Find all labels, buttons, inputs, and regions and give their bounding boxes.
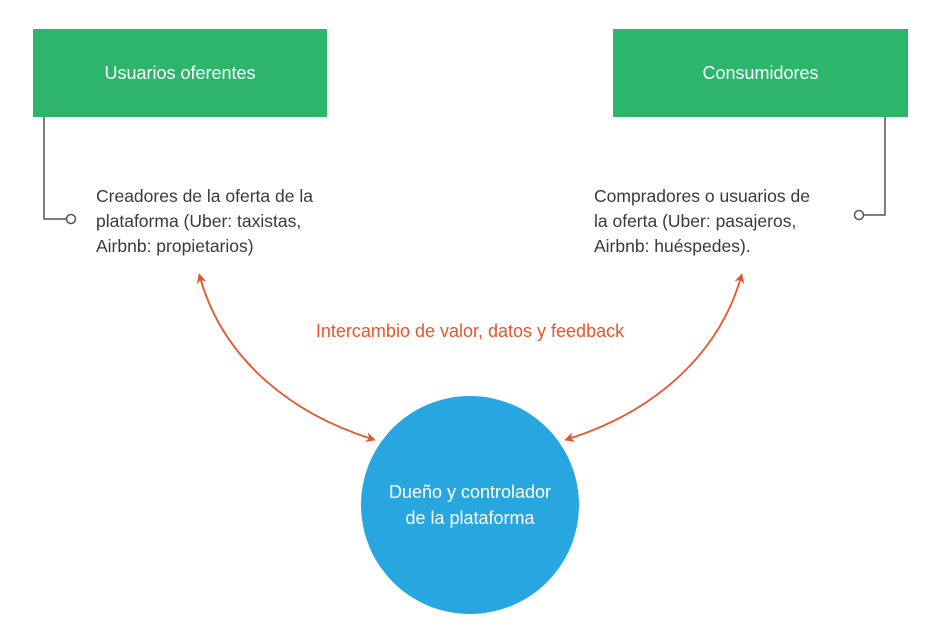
offerers-description: Creadores de la oferta de la plataforma … bbox=[96, 184, 366, 259]
right-connector-line bbox=[863, 117, 886, 216]
offerers-title: Usuarios oferentes bbox=[104, 62, 256, 83]
offerers-description-line: Airbnb: propietarios) bbox=[96, 236, 254, 256]
offerers-box: Usuarios oferentes bbox=[33, 29, 327, 117]
offerers-description-line: plataforma (Uber: taxistas, bbox=[96, 211, 302, 231]
owner-label-line: de la plataforma bbox=[405, 508, 535, 528]
consumers-description-line: Airbnb: huéspedes). bbox=[594, 236, 751, 256]
left-connector-line bbox=[43, 117, 67, 220]
consumers-description-line: la oferta (Uber: pasajeros, bbox=[594, 211, 797, 231]
right-connector-dot bbox=[853, 209, 865, 221]
exchange-label: Intercambio de valor, datos y feedback bbox=[315, 321, 625, 341]
owner-circle: Dueño y controlador de la plataforma bbox=[361, 396, 579, 614]
left-connector-dot bbox=[65, 213, 77, 225]
offerers-description-line: Creadores de la oferta de la bbox=[96, 186, 313, 206]
consumers-box: Consumidores bbox=[613, 29, 908, 117]
consumers-description: Compradores o usuarios de la oferta (Ube… bbox=[594, 184, 854, 259]
consumers-description-line: Compradores o usuarios de bbox=[594, 186, 810, 206]
owner-label-line: Dueño y controlador bbox=[388, 482, 552, 502]
right-exchange-arrow bbox=[564, 273, 745, 442]
consumers-title: Consumidores bbox=[702, 62, 819, 83]
left-exchange-arrow bbox=[196, 273, 376, 442]
